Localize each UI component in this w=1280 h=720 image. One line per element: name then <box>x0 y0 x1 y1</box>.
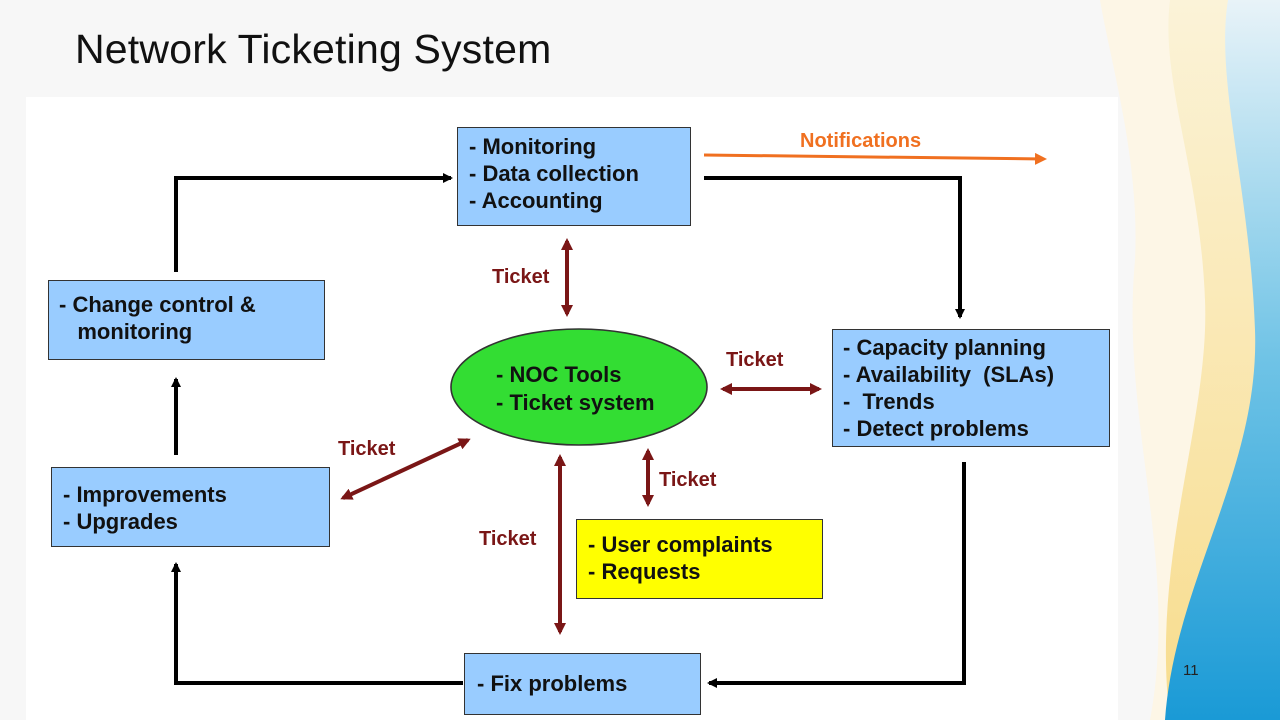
ticket-label-left: Ticket <box>338 438 396 460</box>
flow-arrow-change-to-monitoring <box>174 173 453 272</box>
monitoring-line-2: - Data collection <box>469 161 639 186</box>
fix-problems-line-1: - Fix problems <box>477 671 628 696</box>
monitoring-line-1: - Monitoring <box>469 134 597 159</box>
capacity-line-3: - Trends <box>843 389 935 414</box>
slide-title: Network Ticketing System <box>75 26 552 72</box>
ticket-arrow-improvements <box>340 438 471 500</box>
flow-arrow-fix-to-improvements <box>171 562 463 685</box>
capacity-line-2: - Availability (SLAs) <box>843 362 1055 387</box>
notifications-label: Notifications <box>800 130 922 152</box>
monitoring-line-3: - Accounting <box>469 188 603 213</box>
capacity-box: - Capacity planning - Availability (SLAs… <box>832 329 1110 447</box>
noc-text: - NOC Tools - Ticket system <box>496 361 655 417</box>
monitoring-box: - Monitoring - Data collection - Account… <box>457 127 691 226</box>
ticket-label-right: Ticket <box>726 349 784 371</box>
ticket-label-bottom: Ticket <box>479 528 537 550</box>
ticket-label-top: Ticket <box>492 266 550 288</box>
improvements-box: - Improvements - Upgrades <box>51 467 330 547</box>
user-complaints-line-1: - User complaints <box>588 532 773 557</box>
improvements-line-1: - Improvements <box>63 482 227 507</box>
capacity-line-1: - Capacity planning <box>843 335 1046 360</box>
notifications-arrow <box>703 152 1047 165</box>
diagram-canvas: - Monitoring - Data collection - Account… <box>26 97 1118 720</box>
user-complaints-box: - User complaints - Requests <box>576 519 823 599</box>
change-control-line-2: monitoring <box>59 319 193 344</box>
diagram-connectors <box>171 152 1047 688</box>
flow-arrow-capacity-to-fix <box>707 462 966 688</box>
improvements-line-2: - Upgrades <box>63 509 178 534</box>
flow-arrow-monitoring-to-capacity <box>704 176 965 319</box>
noc-line-2: - Ticket system <box>496 390 655 415</box>
change-control-box: - Change control & monitoring <box>48 280 325 360</box>
change-control-line-1: - Change control & <box>59 292 256 317</box>
fix-problems-box: - Fix problems <box>464 653 701 715</box>
page-number: 11 <box>1183 662 1199 679</box>
capacity-line-4: - Detect problems <box>843 416 1029 441</box>
user-complaints-line-2: - Requests <box>588 559 701 584</box>
ticket-label-complaints: Ticket <box>659 469 717 491</box>
noc-line-1: - NOC Tools <box>496 362 622 387</box>
noc-ellipse <box>450 328 708 446</box>
